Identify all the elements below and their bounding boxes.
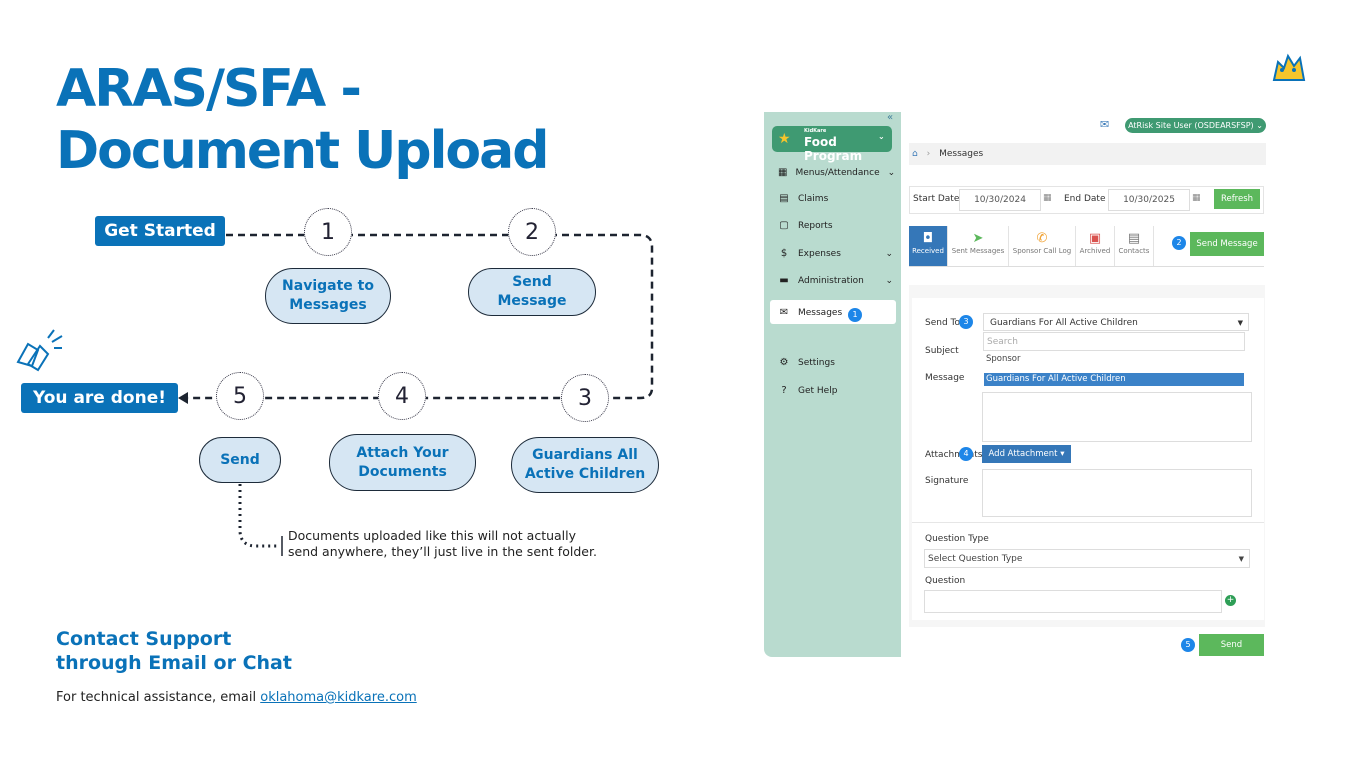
dropdown-arrow-icon: ▼	[1238, 555, 1244, 563]
sidebar-item-administration[interactable]: ▬Administration⌄	[779, 275, 893, 286]
mail-icon[interactable]: ✉	[1100, 118, 1110, 131]
chevron-down-icon: ⌄	[878, 132, 885, 141]
add-attachment-button[interactable]: Add Attachment ▾	[982, 445, 1071, 463]
kidkare-logo-icon	[1272, 53, 1306, 81]
sidebar-item-messages-active[interactable]	[770, 300, 896, 324]
send-to-select[interactable]: Guardians For All Active Children▼	[983, 313, 1249, 331]
chevron-down-icon: ⌄	[887, 167, 896, 178]
title-line-2: Document Upload	[56, 121, 549, 181]
step-badge-1: 1	[848, 308, 862, 322]
step-1-number: 1	[304, 208, 352, 256]
step-5-number: 5	[216, 372, 264, 420]
contact-title: Contact Support through Email or Chat	[56, 628, 292, 674]
get-started-label: Get Started	[95, 216, 225, 246]
envelope-icon: ✉	[779, 307, 789, 318]
chevron-down-icon: ⌄	[885, 275, 893, 286]
brand-name: Food Program	[804, 135, 863, 163]
sidebar	[764, 112, 901, 657]
reports-icon: ▢	[779, 220, 789, 231]
collapse-sidebar-icon[interactable]: «	[887, 112, 894, 123]
step-badge-2: 2	[1172, 236, 1186, 250]
archive-icon: ▣	[1088, 231, 1102, 246]
inbox-icon: ◘	[922, 231, 934, 246]
step-3-number: 3	[561, 374, 609, 422]
sidebar-item-settings[interactable]: ⚙Settings	[779, 357, 835, 368]
title-line-1: ARAS/SFA -	[56, 59, 362, 119]
end-date-input[interactable]: 10/30/2025	[1108, 189, 1190, 211]
step-2-number: 2	[508, 208, 556, 256]
contacts-icon: ▤	[1127, 231, 1141, 246]
claims-icon: ▤	[779, 193, 789, 204]
refresh-button[interactable]: Refresh	[1214, 189, 1260, 209]
question-type-select[interactable]: Select Question Type▼	[924, 549, 1250, 568]
divider	[912, 522, 1264, 523]
sidebar-item-messages[interactable]: ✉Messages	[779, 307, 843, 318]
upload-note: Documents uploaded like this will not ac…	[288, 528, 597, 559]
calendar-icon[interactable]: ▦	[1043, 193, 1052, 203]
sidebar-item-reports[interactable]: ▢Reports	[779, 220, 833, 231]
calendar-icon: ▦	[778, 167, 788, 178]
tab-archived[interactable]: ▣Archived	[1076, 226, 1115, 266]
signature-textarea[interactable]	[982, 469, 1252, 517]
phone-icon: ✆	[1036, 231, 1048, 246]
option-sponsor[interactable]: Sponsor	[986, 354, 1021, 364]
step-badge-5: 5	[1181, 638, 1195, 652]
brand-logo-icon: ★	[778, 131, 791, 147]
clapping-hands-icon	[16, 329, 63, 372]
support-email-link[interactable]: oklahoma@kidkare.com	[260, 690, 417, 705]
chevron-down-icon: ⌄	[885, 248, 893, 259]
question-input[interactable]	[924, 590, 1222, 613]
recipient-search-input[interactable]: Search	[983, 332, 1245, 351]
tab-contacts[interactable]: ▤Contacts	[1115, 226, 1154, 266]
calendar-icon[interactable]: ▦	[1192, 193, 1201, 203]
user-menu[interactable]: AtRisk Site User (OSDEARSFSP) ⌄	[1125, 118, 1266, 133]
dropdown-arrow-icon: ▼	[1237, 319, 1243, 327]
step-5-label: Send	[199, 437, 281, 483]
brand-button[interactable]: ★ KidKare Food Program ⌄	[772, 126, 892, 163]
slide-title: ARAS/SFA - Document Upload	[56, 58, 616, 182]
sidebar-item-expenses[interactable]: $Expenses⌄	[778, 248, 893, 259]
add-question-icon[interactable]: +	[1225, 595, 1236, 606]
done-label: You are done!	[21, 383, 178, 413]
start-date-input[interactable]: 10/30/2024	[959, 189, 1041, 211]
message-textarea[interactable]	[982, 392, 1252, 442]
home-icon[interactable]: ⌂	[912, 149, 918, 159]
contact-line: For technical assistance, email oklahoma…	[56, 690, 417, 705]
send-button[interactable]: Send	[1199, 634, 1264, 656]
tab-sent-messages[interactable]: ➤Sent Messages	[948, 226, 1009, 266]
step-badge-4: 4	[959, 447, 973, 461]
admin-icon: ▬	[779, 275, 789, 286]
sidebar-item-claims[interactable]: ▤Claims	[779, 193, 829, 204]
send-message-button[interactable]: Send Message	[1190, 232, 1264, 256]
tab-received[interactable]: ◘Received	[909, 226, 948, 266]
help-icon: ?	[781, 385, 787, 396]
gear-icon: ⚙	[779, 357, 789, 368]
sidebar-item-menus-attendance[interactable]: ▦Menus/Attendance⌄	[778, 167, 896, 178]
compose-form: Send To 3 Guardians For All Active Child…	[912, 298, 1264, 620]
date-filter-bar: Start Date 10/30/2024 ▦ End Date 10/30/2…	[909, 186, 1264, 214]
brand-small: KidKare	[804, 128, 827, 134]
step-2-label: Send Message	[468, 268, 596, 316]
message-tabs: ◘Received ➤Sent Messages ✆Sponsor Call L…	[909, 226, 1264, 267]
dollar-icon: $	[780, 248, 788, 259]
step-badge-3: 3	[959, 315, 973, 329]
paper-plane-icon: ➤	[972, 231, 984, 246]
tab-sponsor-call-log[interactable]: ✆Sponsor Call Log	[1009, 226, 1076, 266]
option-guardians[interactable]: Guardians For All Active Children	[984, 373, 1244, 386]
flow-connectors	[178, 233, 654, 556]
sidebar-item-get-help[interactable]: ?Get Help	[778, 385, 893, 396]
breadcrumb: ⌂ › Messages	[909, 143, 1266, 165]
step-4-number: 4	[378, 372, 426, 420]
